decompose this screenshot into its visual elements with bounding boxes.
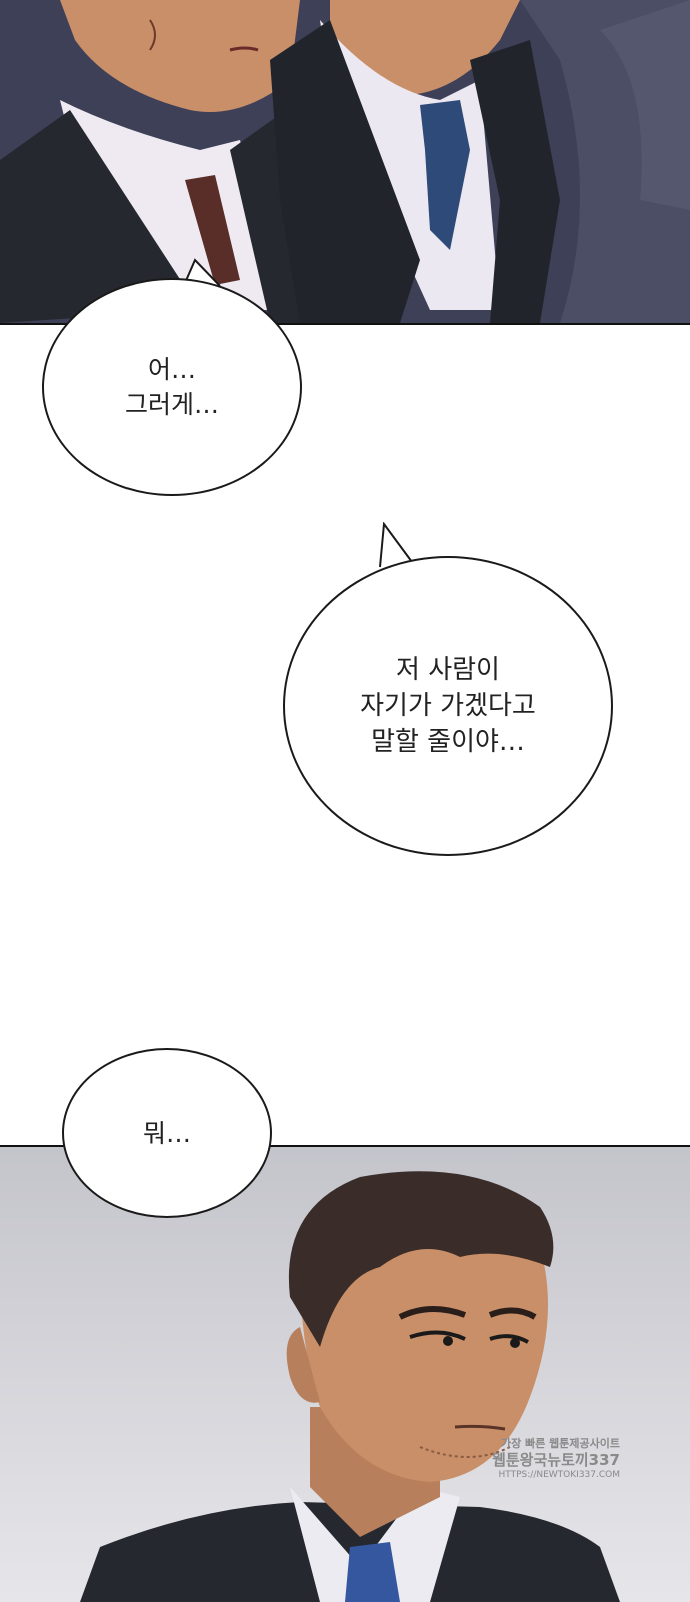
speech-bubble-2: 저 사람이 자기가 가겠다고 말할 줄이야… xyxy=(283,556,613,856)
speech-text-1: 어… 그러게… xyxy=(124,355,219,419)
bottom-panel: 가장 빠른 웹툰제공사이트 웹툰왕국뉴토끼337 HTTPS://NEWTOKI… xyxy=(0,1145,690,1602)
bubble-tail-2 xyxy=(379,522,413,568)
watermark-line-1: 가장 빠른 웹툰제공사이트 xyxy=(501,1437,620,1450)
top-panel xyxy=(0,0,690,325)
speech-bubble-1: 어… 그러게… xyxy=(42,278,302,496)
watermark-line-3: HTTPS://NEWTOKI337.COM xyxy=(498,1470,620,1480)
watermark: 가장 빠른 웹툰제공사이트 웹툰왕국뉴토끼337 HTTPS://NEWTOKI… xyxy=(420,1437,620,1481)
speech-bubble-3: 뭐… xyxy=(62,1048,272,1218)
top-panel-art xyxy=(0,0,690,323)
speech-text-3: 뭐… xyxy=(142,1118,191,1148)
speech-text-2: 저 사람이 자기가 가겠다고 말할 줄이야… xyxy=(360,655,536,757)
bottom-panel-art xyxy=(0,1147,690,1602)
watermark-line-2: 웹툰왕국뉴토끼337 xyxy=(492,1451,620,1469)
